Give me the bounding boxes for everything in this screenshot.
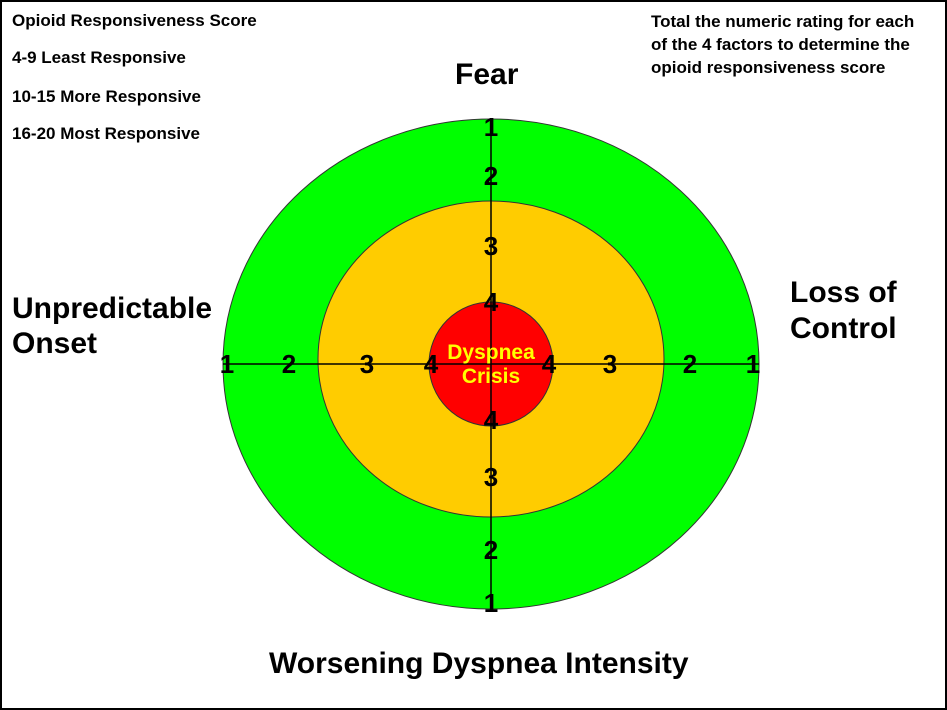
factor-loss-of-control-line2: Control — [790, 312, 897, 345]
rating-number: 2 — [282, 349, 296, 379]
rating-number: 2 — [484, 535, 498, 565]
center-label: Crisis — [462, 365, 520, 388]
factor-loss-of-control-line1: Loss of — [790, 276, 897, 309]
rating-number: 3 — [603, 349, 617, 379]
rating-number: 3 — [360, 349, 374, 379]
rating-number: 1 — [484, 588, 498, 618]
rating-number: 2 — [683, 349, 697, 379]
rating-number: 4 — [542, 349, 557, 379]
rating-number: 3 — [484, 462, 498, 492]
center-label: Dyspnea — [447, 341, 535, 364]
factor-unpredictable-onset-line2: Onset — [12, 327, 98, 360]
rating-number: 4 — [424, 349, 439, 379]
rating-number: 1 — [220, 349, 234, 379]
rating-number: 1 — [484, 112, 498, 142]
factor-worsening-dyspnea-intensity: Worsening Dyspnea Intensity — [269, 647, 689, 680]
factor-unpredictable-onset-line1: Unpredictable — [12, 292, 213, 325]
rating-number: 4 — [484, 287, 499, 317]
rating-number: 3 — [484, 231, 498, 261]
legend-item: 4-9 Least Responsive — [12, 48, 186, 67]
legend-item: 10-15 More Responsive — [12, 87, 201, 106]
instruction-note: Total the numeric rating for each of the… — [651, 12, 915, 77]
rating-number: 1 — [746, 349, 760, 379]
legend-item: 16-20 Most Responsive — [12, 124, 201, 143]
factor-fear: Fear — [455, 58, 519, 91]
rating-number: 4 — [484, 405, 499, 435]
rating-number: 2 — [484, 161, 498, 191]
legend-title: Opioid Responsiveness Score — [12, 11, 257, 30]
